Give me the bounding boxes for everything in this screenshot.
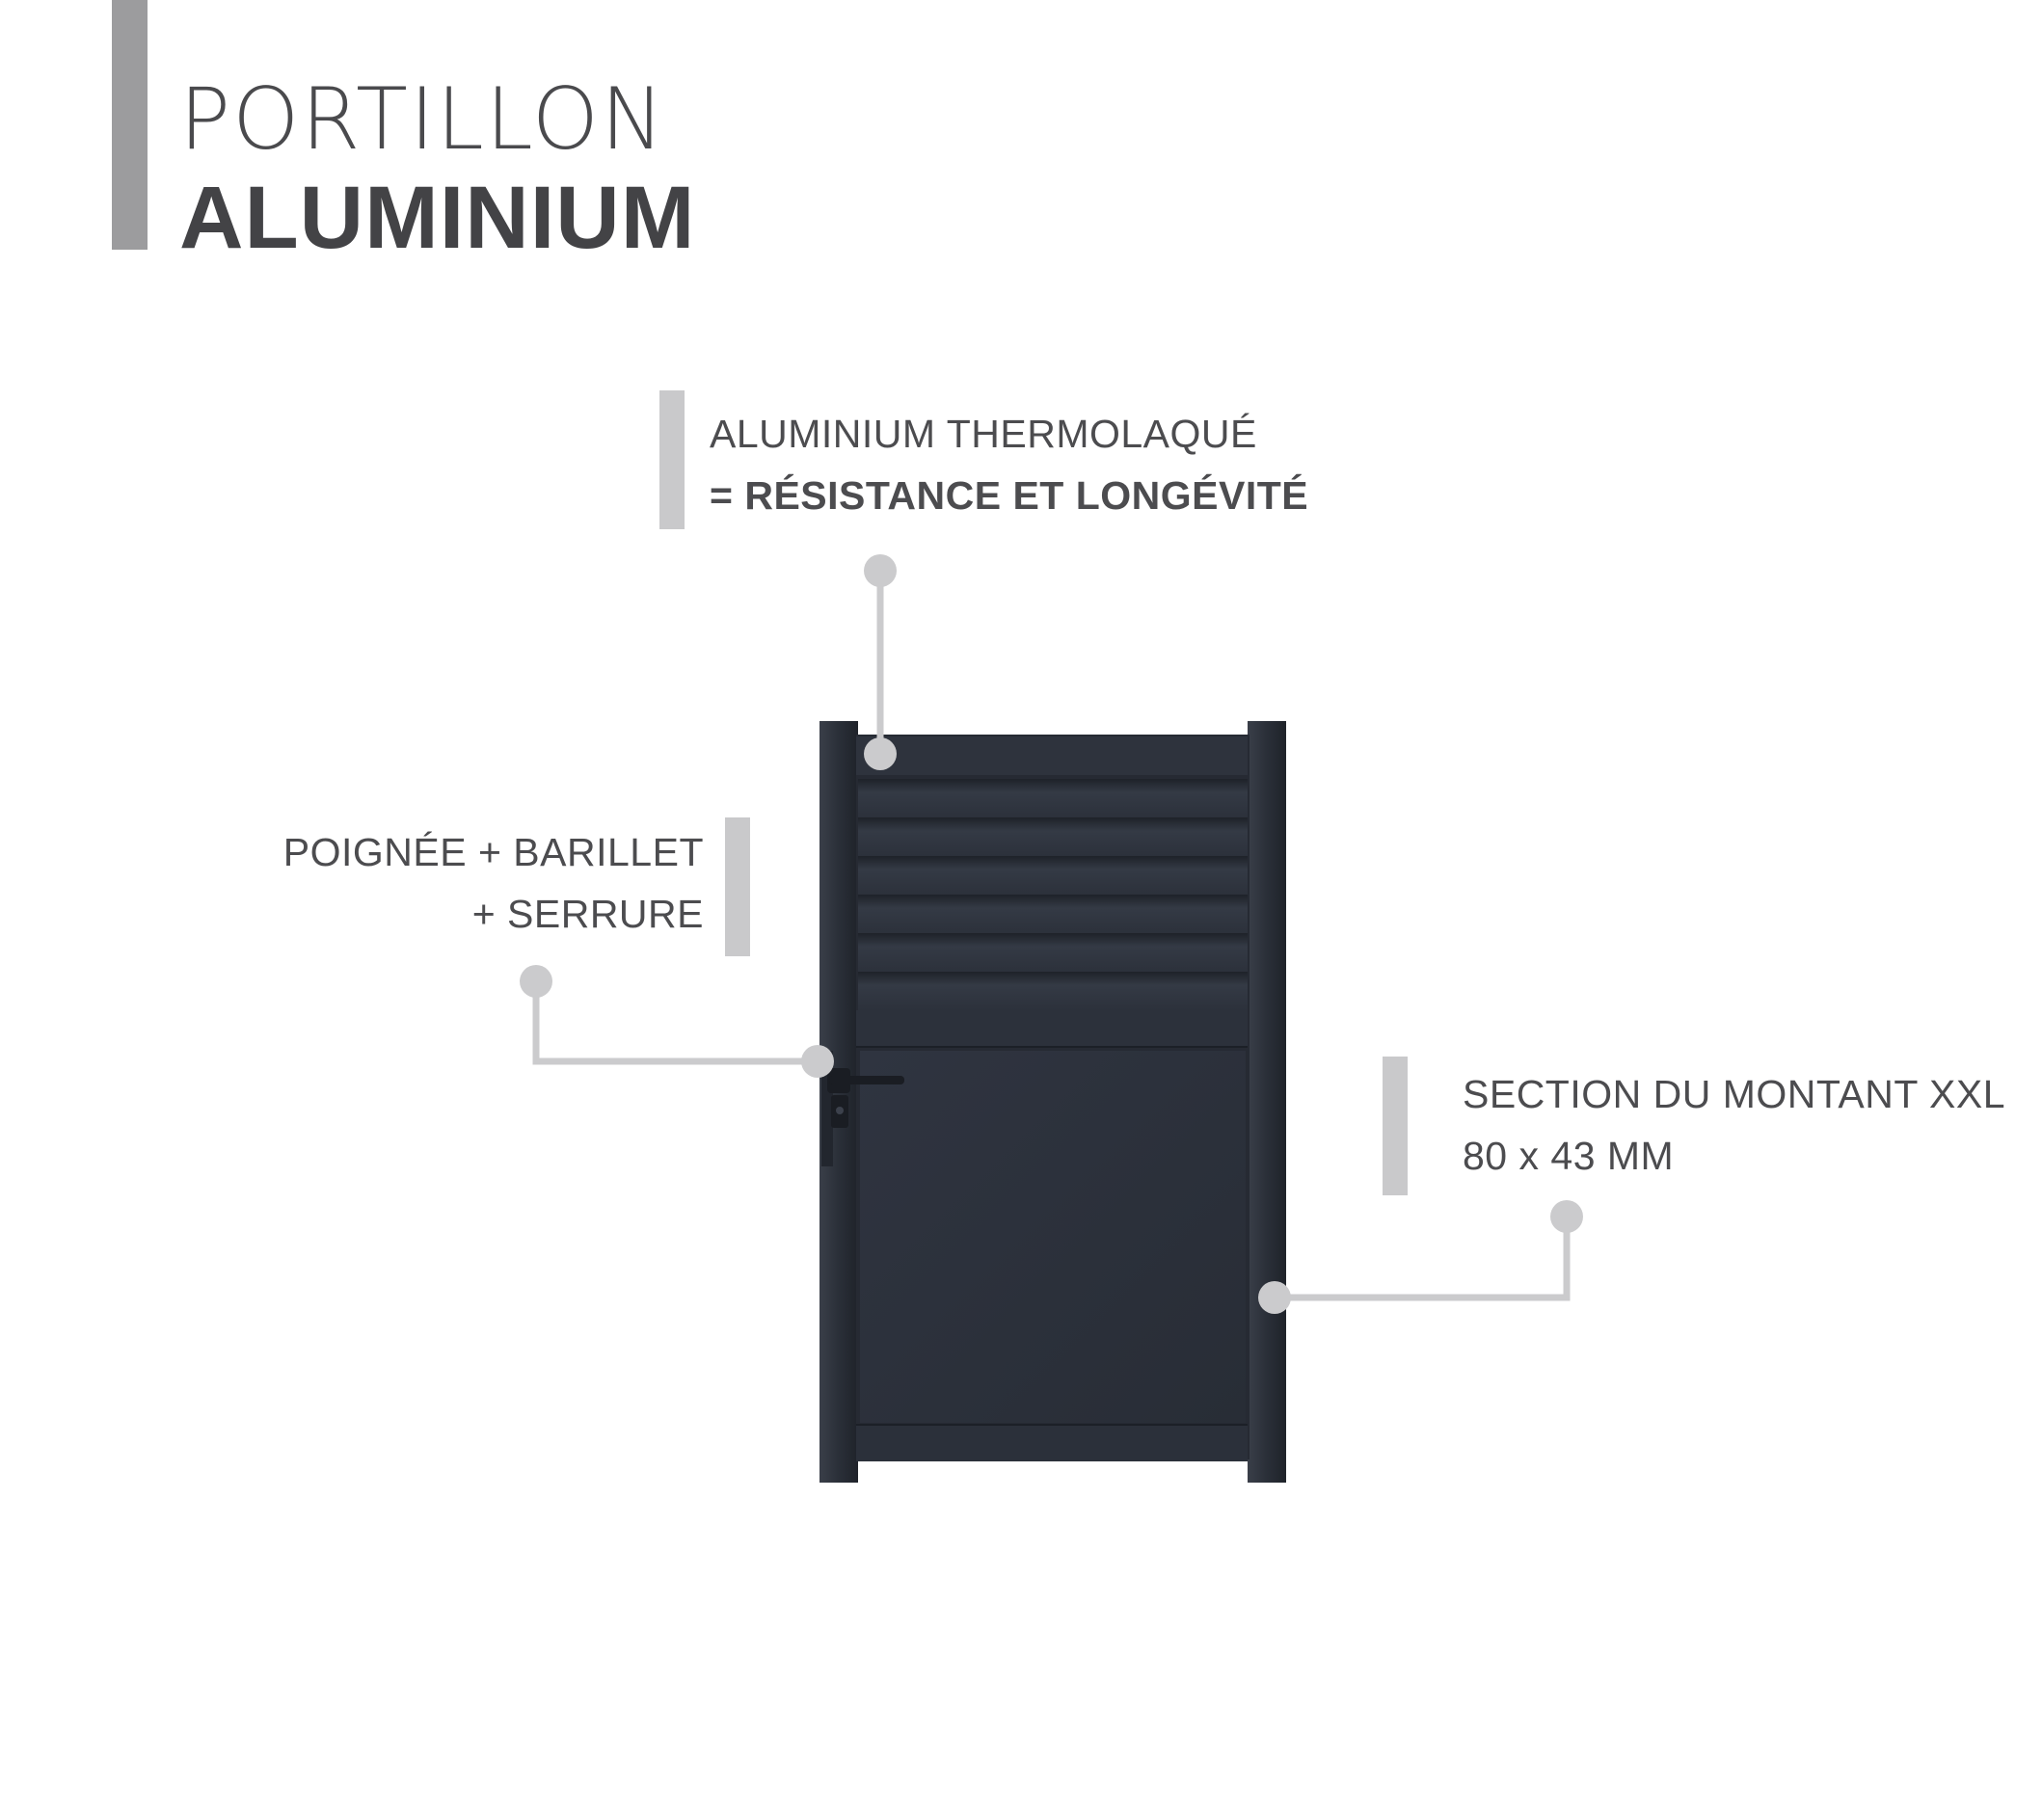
handle-callout: POIGNÉE + BARILLET + SERRURE bbox=[283, 821, 704, 945]
finish-callout-bar bbox=[659, 390, 685, 529]
finish-callout: ALUMINIUM THERMOLAQUÉ = RÉSISTANCE ET LO… bbox=[710, 403, 1308, 526]
leader-finish bbox=[864, 554, 897, 770]
handle-icon bbox=[827, 1068, 904, 1128]
finish-callout-line1: ALUMINIUM THERMOLAQUÉ bbox=[710, 412, 1257, 456]
post-callout-bar bbox=[1383, 1057, 1408, 1195]
mid-rail bbox=[856, 1010, 1248, 1047]
leader-handle bbox=[520, 965, 834, 1078]
page-title-line2: ALUMINIUM bbox=[179, 169, 696, 267]
post-callout-line1: SECTION DU MONTANT XXL bbox=[1463, 1072, 2006, 1116]
louver-slats bbox=[858, 779, 1248, 1010]
handle-callout-bar bbox=[725, 817, 750, 956]
handle-callout-line2: + SERRURE bbox=[471, 892, 704, 936]
handle-callout-line1: POIGNÉE + BARILLET bbox=[282, 830, 704, 874]
leader-post bbox=[1258, 1200, 1583, 1314]
bottom-rail bbox=[856, 1425, 1248, 1461]
right-post bbox=[1248, 721, 1286, 1483]
page-title-line1: PORTILLON bbox=[179, 69, 666, 169]
post-callout-line2: 80 x 43 MM bbox=[1463, 1134, 1675, 1178]
top-rail bbox=[856, 736, 1248, 775]
gate-illustration bbox=[819, 721, 1286, 1483]
title-accent-bar bbox=[112, 0, 148, 250]
lower-panel bbox=[860, 1051, 1246, 1423]
post-callout: SECTION DU MONTANT XXL 80 x 43 MM bbox=[1463, 1063, 2005, 1187]
finish-callout-line2: = RÉSISTANCE ET LONGÉVITÉ bbox=[710, 473, 1309, 518]
